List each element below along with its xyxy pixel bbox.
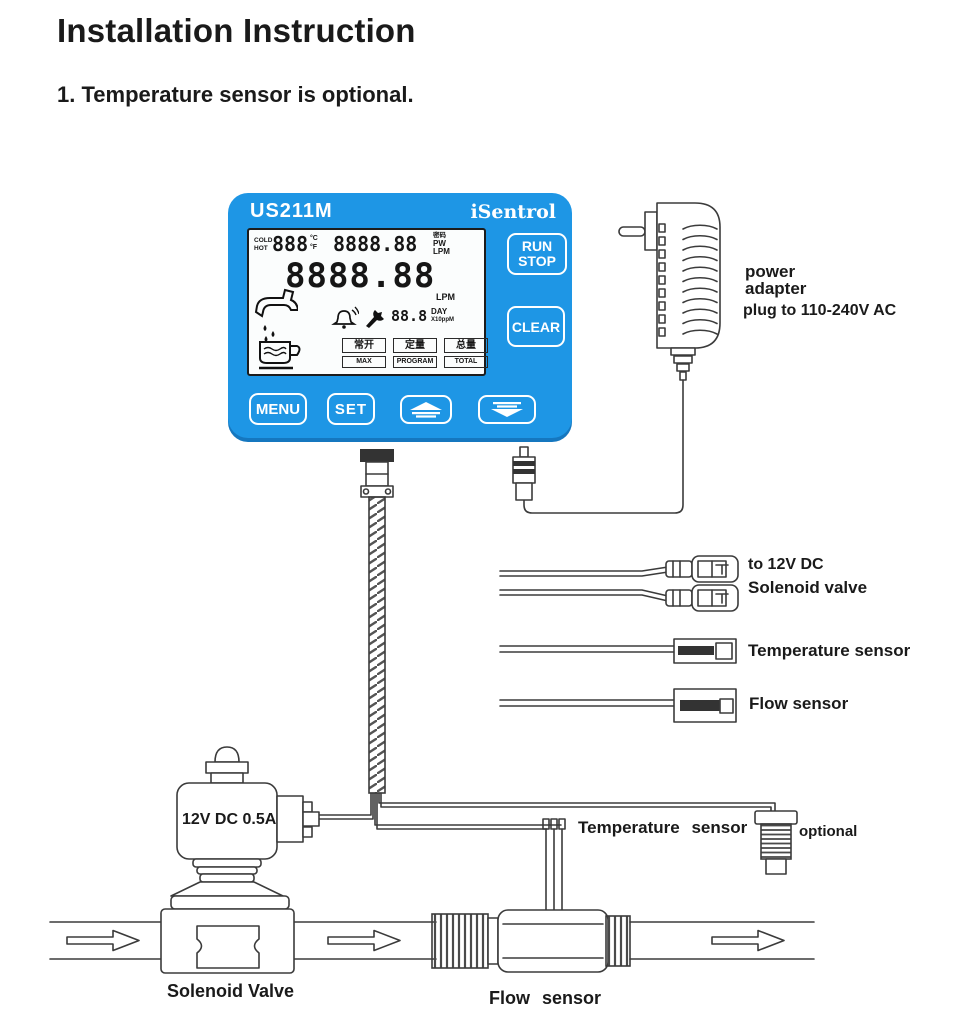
tag-cn-total: 总量: [444, 338, 488, 353]
instruction-note: 1. Temperature sensor is optional.: [57, 82, 414, 107]
lcd-pw-label: PW: [433, 239, 446, 248]
pipe: [49, 921, 815, 960]
to-12v-dc-label: to 12V DC: [748, 556, 824, 573]
tag-en-program: PROGRAM: [393, 356, 437, 368]
run-label: RUN: [521, 238, 553, 254]
tag-en-max: MAX: [342, 356, 386, 368]
lcd-day-label: DAY: [431, 307, 448, 316]
brand-logo: iSentrol: [470, 201, 556, 223]
lcd-pw-unit: LPM: [433, 247, 450, 256]
lcd-fahrenheit-unit: °F: [310, 244, 318, 251]
menu-button: MENU: [249, 393, 307, 425]
power-adapter-label-line2: adapter: [745, 279, 807, 298]
tag-cn-program: 定量: [393, 338, 437, 353]
page-title: Installation Instruction: [57, 12, 416, 49]
solenoid-valve-caption: Solenoid Valve: [167, 981, 295, 1001]
solenoid-valve-cable-label: Solenoid valve: [748, 578, 868, 597]
dc-plug-drawing: [512, 446, 536, 501]
flow-sensor-drawing: [431, 909, 631, 973]
temperature-sensor-label: Temperature sensor: [578, 818, 748, 837]
temperature-sensor-cable-label: Temperature sensor: [748, 641, 911, 660]
lcd-main-value: 8888.88: [285, 256, 436, 296]
up-button: [400, 395, 452, 424]
cup-icon: [259, 341, 301, 370]
solenoid-valve-drawing: [160, 746, 320, 974]
lcd-mode-tags: 常开 MAX 定量 PROGRAM 总量 TOTAL: [342, 338, 488, 368]
lcd-sub-value: 88.8: [391, 307, 428, 325]
power-adapter-drawing: [512, 202, 721, 514]
lcd-hot-label: HOT: [254, 245, 268, 252]
run-stop-button: RUN STOP: [507, 233, 567, 275]
lcd-x10ppm-label: X10ppM: [431, 317, 455, 323]
down-arrow-icon: [491, 402, 523, 417]
flow-controller-device: US211M iSentrol COLD HOT 888 °C °F 8888.…: [228, 193, 572, 438]
flow-sensor-cable-label: Flow sensor: [749, 694, 849, 713]
wrench-icon: [366, 310, 384, 328]
lcd-display: COLD HOT 888 °C °F 8888.88 密码 PW LPM 888…: [247, 228, 488, 376]
stop-label: STOP: [518, 253, 556, 269]
water-drops-icon: [263, 325, 275, 342]
flow-arrow-icon: [711, 929, 785, 952]
plug-voltage-note: plug to 110-240V AC: [743, 302, 897, 319]
device-model: US211M: [250, 200, 333, 222]
lcd-tag-total: 总量 TOTAL: [444, 338, 488, 368]
lcd-main-unit: LPM: [436, 292, 455, 302]
lcd-password-cn: 密码: [433, 232, 446, 239]
wiring-harness: [318, 792, 776, 911]
lcd-tag-max: 常开 MAX: [342, 338, 386, 368]
flow-arrow-icon: [66, 929, 140, 952]
flow-sensor-caption: Flow sensor: [489, 988, 602, 1008]
power-adapter-label-line1: power: [745, 262, 796, 281]
flow-arrow-icon: [327, 929, 401, 952]
faucet-icon: [254, 288, 298, 318]
valve-rating-label: 12V DC 0.5A: [182, 811, 277, 828]
lcd-temperature-value: 888: [272, 232, 309, 256]
clear-button: CLEAR: [507, 306, 565, 347]
tag-en-total: TOTAL: [444, 356, 488, 368]
temperature-sensor-drawing: [754, 810, 798, 875]
lcd-top-value: 8888.88: [333, 232, 418, 256]
bell-icon: [331, 306, 359, 329]
set-button: SET: [327, 393, 375, 425]
controller-cable-drawing: [360, 449, 394, 794]
up-arrow-icon: [410, 402, 442, 418]
down-button: [478, 395, 536, 424]
lcd-celsius-unit: °C: [310, 235, 318, 242]
optional-label: optional: [799, 823, 858, 840]
cable-assemblies: [499, 555, 739, 723]
lcd-tag-program: 定量 PROGRAM: [393, 338, 437, 368]
tag-cn-max: 常开: [342, 338, 386, 353]
lcd-cold-label: COLD: [254, 237, 273, 244]
